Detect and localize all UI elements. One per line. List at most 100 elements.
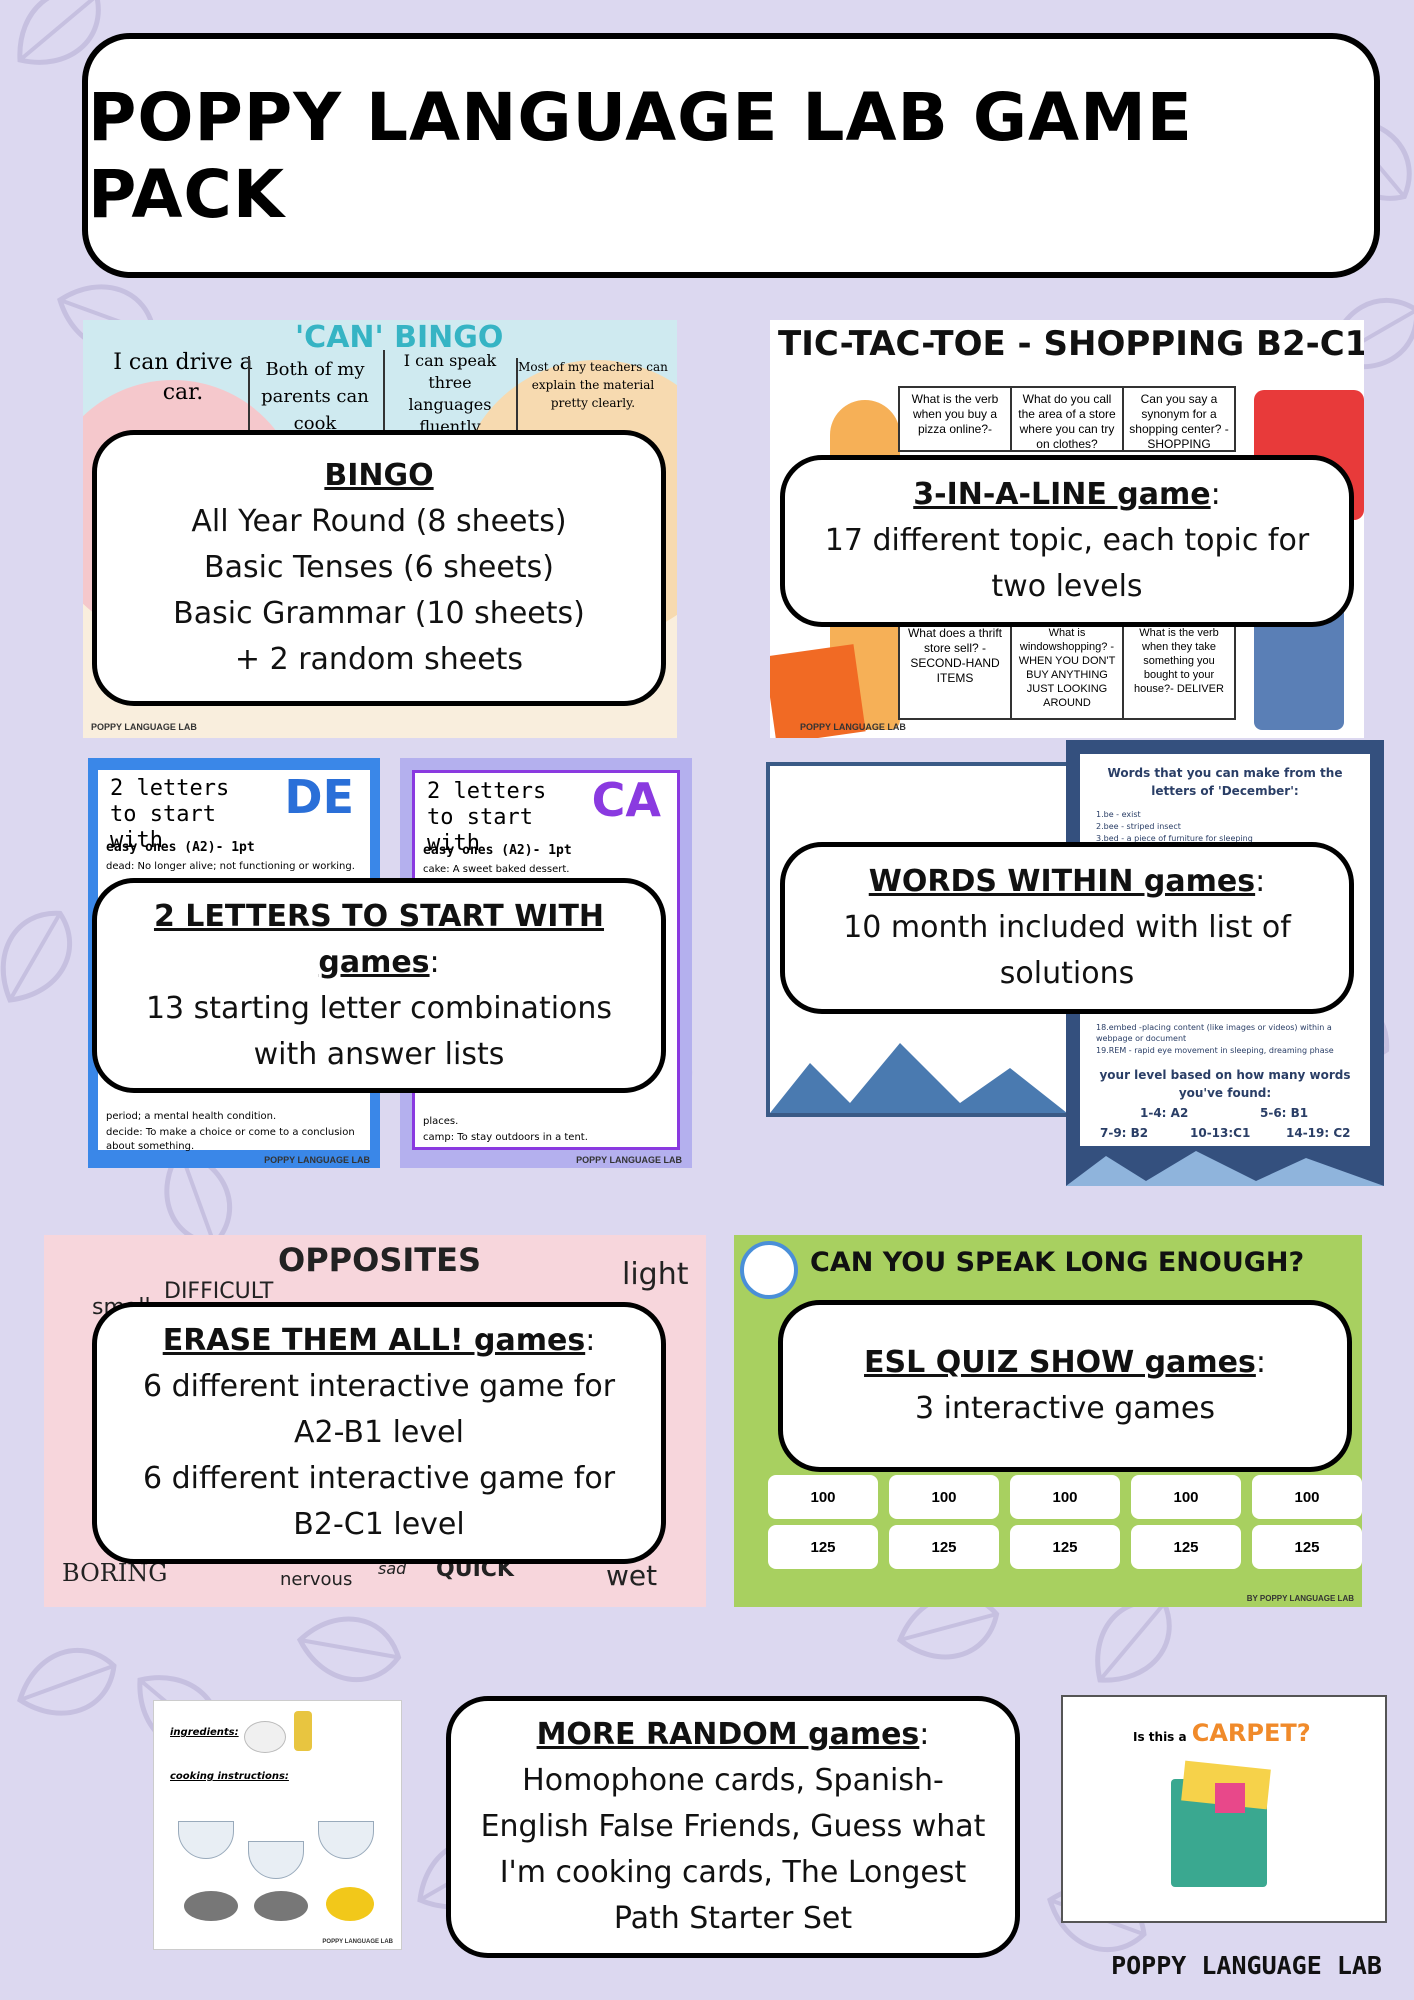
erase-line: 6 different interactive game for A2-B1 l…	[142, 1369, 616, 1450]
quiz-tile[interactable]: 125	[768, 1525, 878, 1569]
oil-icon	[294, 1711, 312, 1751]
bingo-preview-title: 'CAN' BINGO	[295, 320, 504, 355]
random-line: Homophone cards, Spanish-English False F…	[480, 1763, 986, 1936]
cooking-label: ingredients:	[170, 1727, 239, 1738]
erase-card: ERASE THEM ALL! games: 6 different inter…	[92, 1302, 666, 1564]
words-within-line: 10 month included with list of solutions	[843, 910, 1291, 991]
bingo-cell: Both of my parents can cook	[248, 356, 380, 446]
erase-word: light	[622, 1257, 689, 1292]
tictactoe-preview-brand: POPPY LANGUAGE LAB	[800, 722, 906, 732]
bingo-heading: BINGO	[324, 458, 434, 493]
sticky-note-icon	[1215, 1783, 1245, 1813]
stopwatch-icon	[740, 1241, 798, 1299]
quiz-tile[interactable]: 100	[768, 1475, 878, 1519]
quiz-tile[interactable]: 100	[1131, 1475, 1241, 1519]
heading-colon: :	[1255, 864, 1266, 899]
de-sheet-letters: DE	[284, 770, 354, 824]
heading-colon: :	[919, 1717, 930, 1752]
carpet-card-preview: Is this a CARPET?	[1061, 1695, 1387, 1923]
corn-icon	[326, 1887, 374, 1921]
page-title: POPPY LANGUAGE LAB GAME PACK	[88, 78, 1193, 233]
erase-word: DIFFICULT	[164, 1279, 274, 1304]
ca-sheet-item: camp: To stay outdoors in a tent.	[423, 1132, 588, 1143]
tictactoe-line: 17 different topic, each topic for two l…	[824, 523, 1310, 604]
tictactoe-cell: Can you say a synonym for a shopping cen…	[1122, 386, 1236, 452]
letters-line: 13 starting letter combinations with ans…	[145, 990, 613, 1072]
quiz-preview-title: CAN YOU SPEAK LONG ENOUGH?	[810, 1247, 1305, 1278]
ca-sheet-item: places.	[423, 1116, 459, 1127]
tictactoe-cell: What is windowshopping? - WHEN YOU DON'T…	[1010, 620, 1124, 720]
words-item: 18.embed -placing content (like images o…	[1096, 1023, 1332, 1043]
bowl-icon	[318, 1821, 374, 1859]
quiz-tile[interactable]: 125	[1252, 1525, 1362, 1569]
de-sheet-item: dead: No longer alive; not functioning o…	[106, 861, 355, 872]
bingo-line: + 2 random sheets	[234, 642, 524, 677]
quiz-line: 3 interactive games	[915, 1391, 1215, 1426]
words-within-title: Words that you can make from the letters…	[1107, 766, 1343, 798]
ca-sheet-item: cake: A sweet baked dessert.	[423, 864, 570, 875]
tictactoe-cell: What is the verb when you buy a pizza on…	[898, 386, 1012, 452]
bingo-preview-brand: POPPY LANGUAGE LAB	[91, 722, 197, 732]
quiz-tile[interactable]: 100	[1252, 1475, 1362, 1519]
de-sheet-sub: easy ones (A2)- 1pt	[106, 840, 255, 855]
bingo-cell: I can drive a car.	[113, 350, 253, 405]
letters-card: 2 LETTERS TO START WITH games: 13 starti…	[92, 878, 666, 1093]
de-sheet-item: period; a mental health condition.	[106, 1111, 277, 1122]
words-level: 1-4: A2	[1140, 1106, 1189, 1120]
pan-icon	[254, 1891, 308, 1921]
words-level: 14-19: C2	[1286, 1126, 1351, 1140]
bingo-line: All Year Round (8 sheets)	[191, 504, 567, 539]
title-banner: POPPY LANGUAGE LAB GAME PACK	[82, 33, 1380, 278]
mountains-icon	[1066, 1151, 1384, 1186]
quiz-tile[interactable]: 100	[889, 1475, 999, 1519]
cooking-label: cooking instructions:	[170, 1771, 289, 1782]
words-level: 10-13:C1	[1190, 1126, 1251, 1140]
pan-icon	[184, 1891, 238, 1921]
bingo-card: BINGO All Year Round (8 sheets) Basic Te…	[92, 430, 666, 706]
random-card: MORE RANDOM games: Homophone cards, Span…	[446, 1696, 1020, 1958]
letters-heading: 2 LETTERS TO START WITH	[153, 898, 605, 934]
bingo-cell: Most of my teachers can explain the mate…	[516, 358, 668, 444]
ca-sheet-brand: POPPY LANGUAGE LAB	[576, 1155, 682, 1165]
mountains-icon	[770, 1043, 1067, 1113]
quiz-tile[interactable]: 125	[1010, 1525, 1120, 1569]
words-item: 2.bee - striped insect	[1096, 822, 1181, 831]
bingo-line: Basic Grammar (10 sheets)	[173, 596, 585, 631]
cooking-card-brand: POPPY LANGUAGE LAB	[322, 1939, 393, 1945]
carpet-word: CARPET?	[1191, 1719, 1311, 1747]
eggs-icon	[244, 1721, 286, 1753]
de-sheet-brand: POPPY LANGUAGE LAB	[264, 1155, 370, 1165]
erase-line: 6 different interactive game for B2-C1 l…	[142, 1461, 616, 1542]
words-within-card: WORDS WITHIN games: 10 month included wi…	[780, 842, 1354, 1014]
bingo-preview: 'CAN' BINGO I can drive a car. Both of m…	[83, 320, 677, 738]
bingo-cell: I can speak three languages fluently	[383, 350, 515, 446]
words-within-heading: WORDS WITHIN games	[868, 864, 1256, 899]
quiz-tile[interactable]: 100	[1010, 1475, 1120, 1519]
tictactoe-preview-title: TIC-TAC-TOE - SHOPPING B2-C1	[778, 324, 1364, 364]
words-item: 19.REM - rapid eye movement in sleeping,…	[1096, 1046, 1334, 1055]
heading-colon: :	[1210, 477, 1221, 512]
random-heading: MORE RANDOM games	[536, 1717, 920, 1752]
cooking-card-preview: ingredients: cooking instructions: POPPY…	[153, 1700, 402, 1950]
bowl-icon	[178, 1821, 234, 1859]
ca-sheet-sub: easy ones (A2)- 1pt	[423, 843, 572, 858]
tictactoe-card: 3-IN-A-LINE game: 17 different topic, ea…	[780, 455, 1354, 627]
heading-colon: :	[585, 1323, 596, 1358]
quiz-heading: ESL QUIZ SHOW games	[864, 1345, 1256, 1380]
de-sheet-item: decide: To make a choice or come to a co…	[106, 1127, 355, 1152]
tictactoe-cell: What is the verb when they take somethin…	[1122, 620, 1236, 720]
footer-brand: POPPY LANGUAGE LAB	[1111, 1951, 1382, 1980]
quiz-tile[interactable]: 125	[889, 1525, 999, 1569]
heading-colon: :	[429, 944, 440, 980]
words-level: 5-6: B1	[1260, 1106, 1309, 1120]
erase-preview-title: OPPOSITES	[278, 1241, 481, 1279]
letters-heading-games: games	[318, 944, 430, 980]
quiz-preview-brand: BY POPPY LANGUAGE LAB	[1246, 1594, 1354, 1603]
quiz-card: ESL QUIZ SHOW games: 3 interactive games	[778, 1300, 1352, 1472]
words-level-title: your level based on how many words you'v…	[1099, 1068, 1351, 1100]
erase-word: wet	[606, 1559, 658, 1592]
ca-sheet-letters: CA	[591, 773, 661, 827]
quiz-tile[interactable]: 125	[1131, 1525, 1241, 1569]
tictactoe-cell: What does a thrift store sell? - SECOND-…	[898, 620, 1012, 720]
ca-sheet-title: 2 letters to start with	[427, 779, 547, 856]
